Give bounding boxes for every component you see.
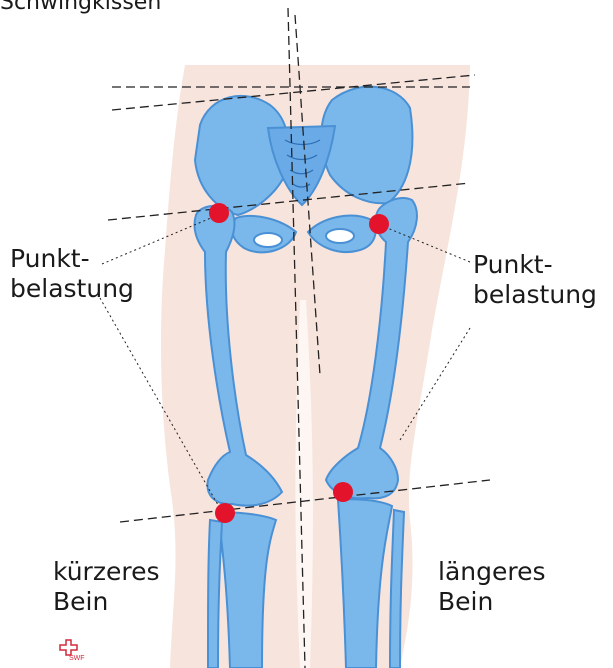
left-point-load-label: Punkt- belastung bbox=[10, 244, 134, 304]
shorter-leg-line-2: Bein bbox=[53, 587, 159, 617]
swf-logo: SWF bbox=[60, 640, 85, 662]
left-obturator bbox=[254, 233, 282, 247]
caption-text: Schwingkissen bbox=[0, 0, 161, 15]
right-obturator bbox=[326, 229, 354, 243]
right-point-load-line-2: belastung bbox=[473, 280, 597, 310]
right-hip-point bbox=[369, 214, 389, 234]
longer-leg-line-2: Bein bbox=[438, 587, 546, 617]
longer-leg-line-1: längeres bbox=[438, 557, 546, 587]
left-hip-point bbox=[209, 203, 229, 223]
left-point-load-line-1: Punkt- bbox=[10, 244, 134, 274]
right-knee-point bbox=[333, 482, 353, 502]
right-point-load-line-1: Punkt- bbox=[473, 250, 597, 280]
shorter-leg-label: kürzeres Bein bbox=[53, 557, 159, 617]
left-knee-point bbox=[215, 503, 235, 523]
swf-logo-cross-icon bbox=[60, 640, 77, 655]
right-point-load-label: Punkt- belastung bbox=[473, 250, 597, 310]
swf-logo-text: SWF bbox=[69, 655, 85, 662]
shorter-leg-line-1: kürzeres bbox=[53, 557, 159, 587]
longer-leg-label: längeres Bein bbox=[438, 557, 546, 617]
left-point-load-line-2: belastung bbox=[10, 274, 134, 304]
